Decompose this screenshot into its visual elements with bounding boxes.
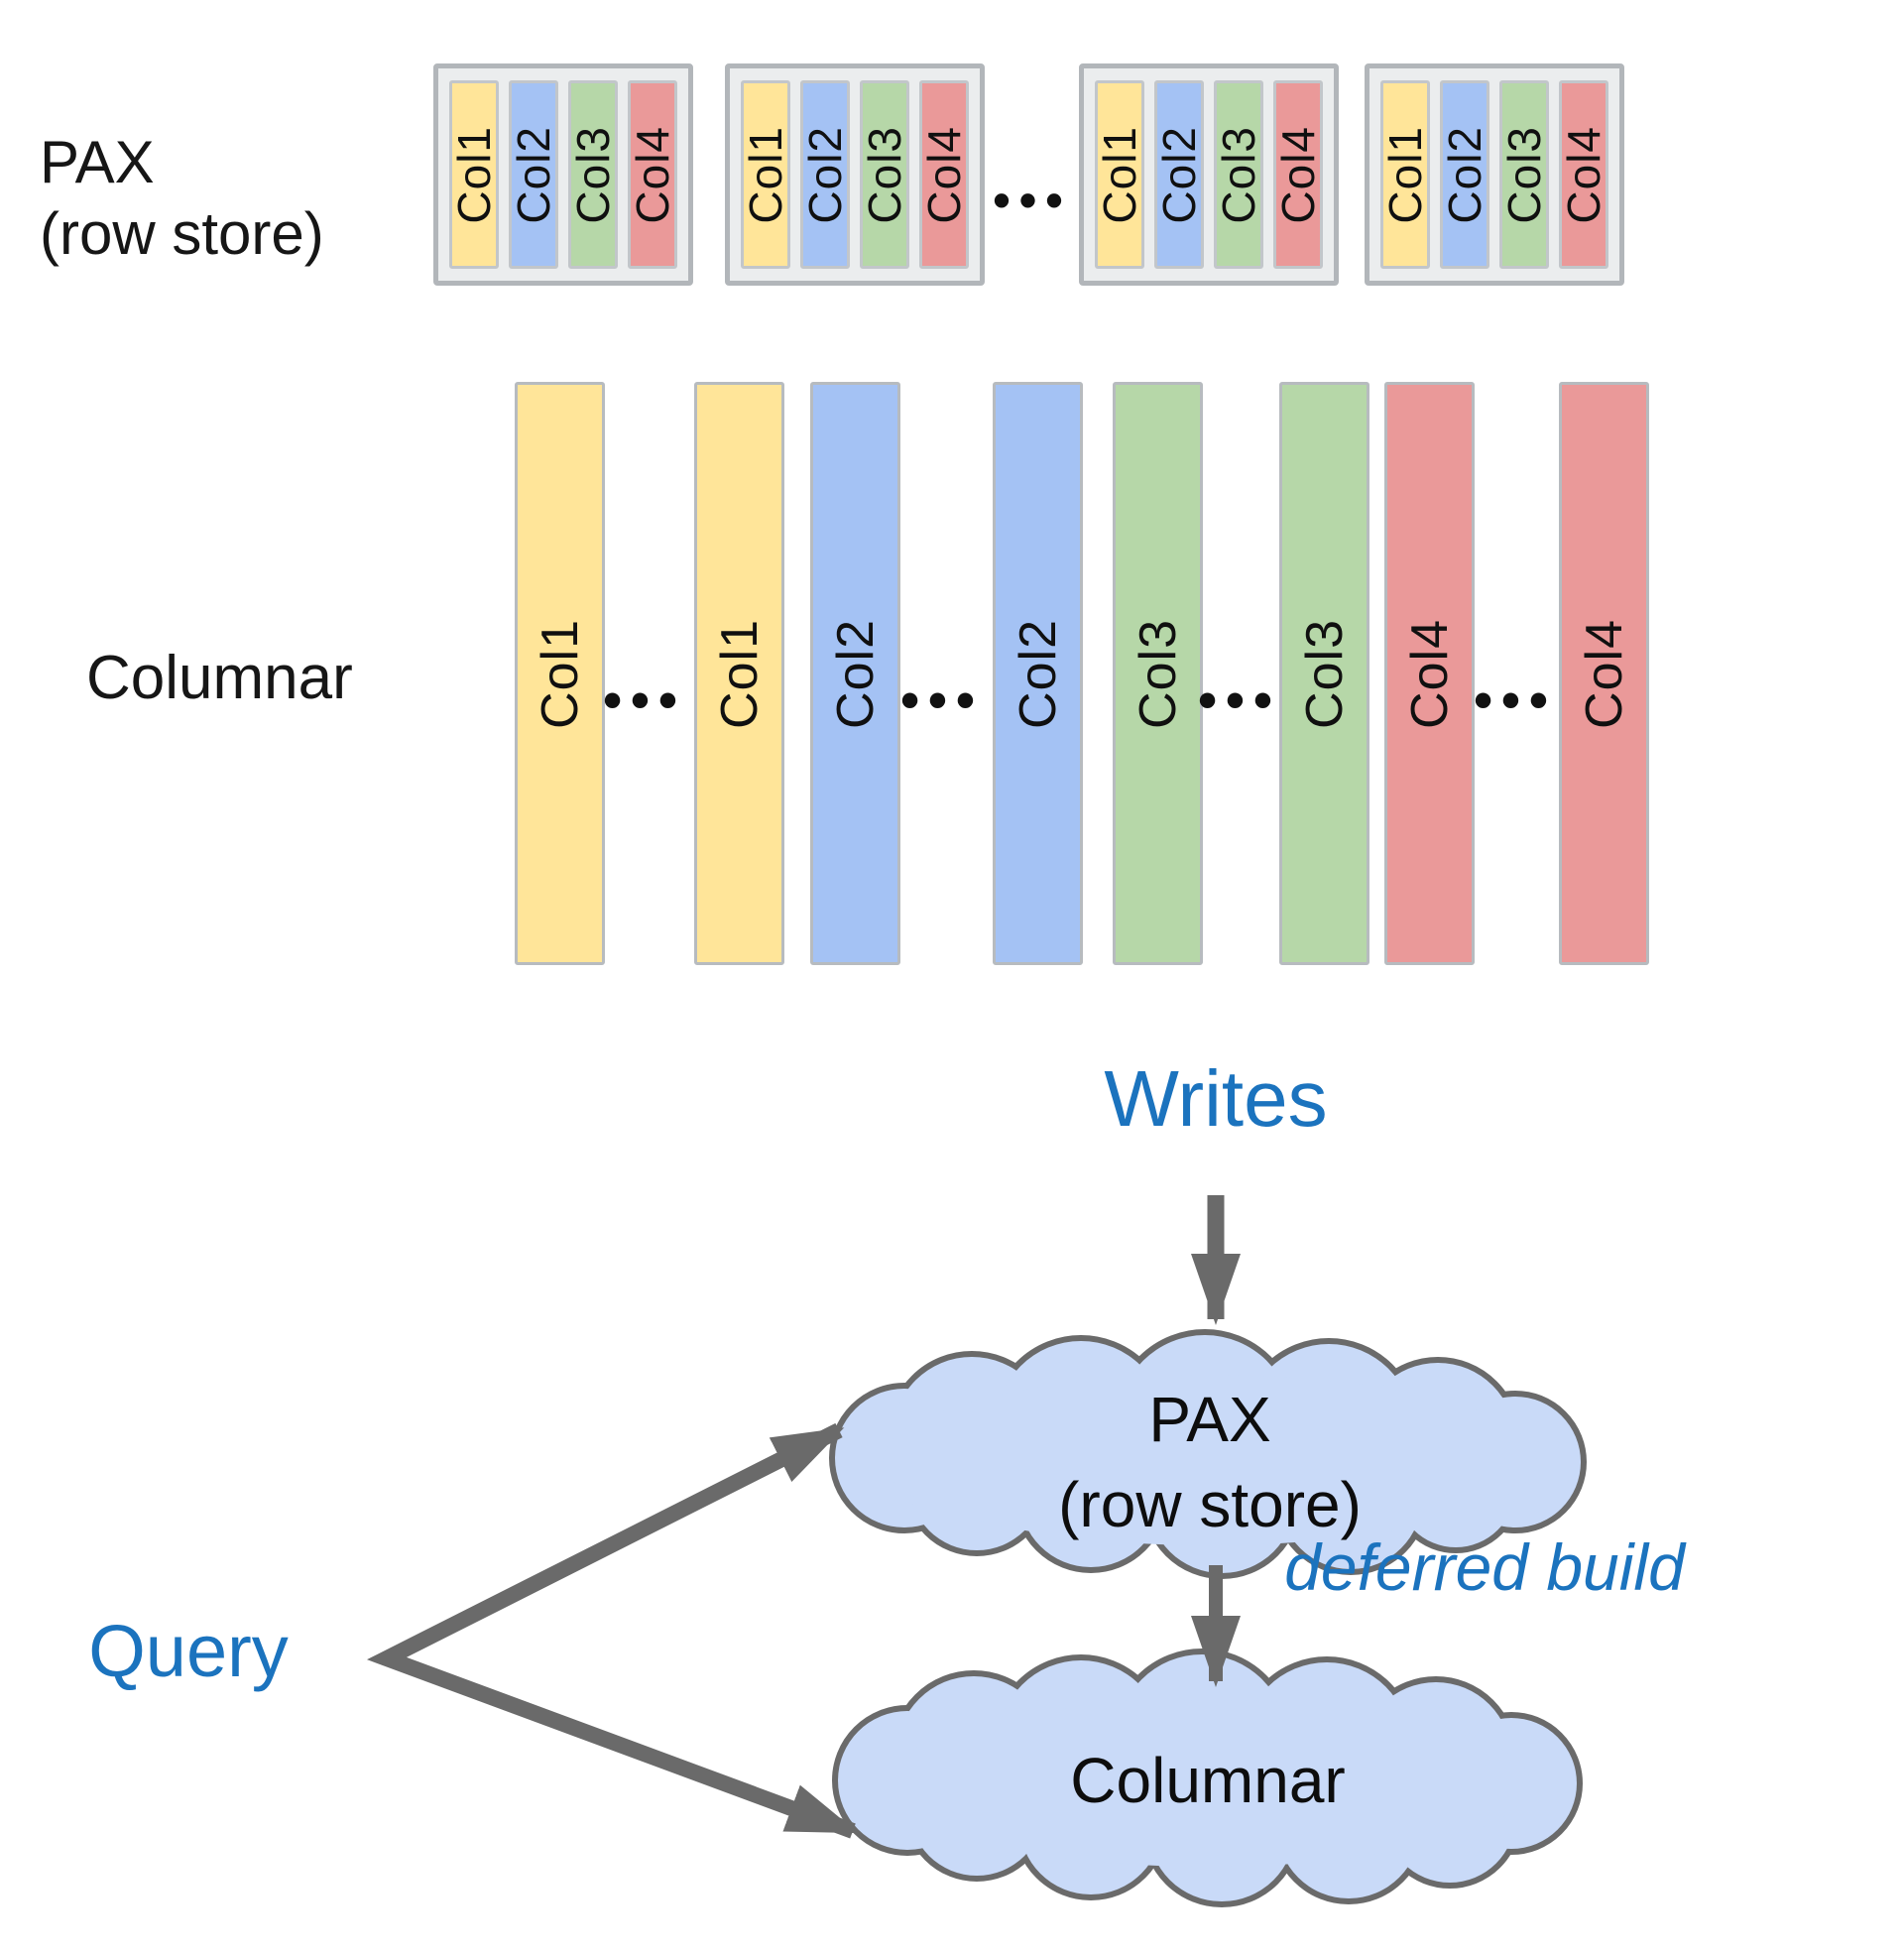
ellipsis-dots: ••• xyxy=(900,671,984,730)
pax-bar-col1: Col1 xyxy=(740,80,791,269)
pax-page-group: Col1 Col2 Col3 Col4 xyxy=(1365,63,1624,286)
columnar-bar-col1: Col1 xyxy=(694,382,784,965)
columnar-bar-col2: Col2 xyxy=(810,382,900,965)
bar-label: Col1 xyxy=(740,125,791,224)
bar-label: Col2 xyxy=(799,125,851,224)
pax-bar-col2: Col2 xyxy=(1153,80,1205,269)
pax-bar-col3: Col3 xyxy=(567,80,619,269)
pax-bar-col3: Col3 xyxy=(1213,80,1264,269)
bar-label: Col2 xyxy=(1439,125,1490,224)
pax-bar-col3: Col3 xyxy=(1498,80,1550,269)
pax-page-group: Col1 Col2 Col3 Col4 xyxy=(1079,63,1339,286)
columnar-row-label: Columnar xyxy=(86,644,353,712)
pax-page-group: Col1 Col2 Col3 Col4 xyxy=(725,63,985,286)
query-arrows xyxy=(367,1422,859,1839)
ellipsis-dots: ••• xyxy=(1474,671,1557,730)
bar-label: Col3 xyxy=(1498,125,1550,224)
columnar-bar-col3: Col3 xyxy=(1279,382,1369,965)
pax-bar-col2: Col2 xyxy=(508,80,559,269)
pax-bar-col1: Col1 xyxy=(448,80,500,269)
bar-label: Col4 xyxy=(1400,618,1459,729)
bar-label: Col3 xyxy=(1213,125,1264,224)
pax-node-line2: (row store) xyxy=(1058,1469,1362,1540)
bar-label: Col4 xyxy=(1558,125,1609,224)
pax-row-label: PAX (row store) xyxy=(40,127,324,270)
ellipsis-dots: ••• xyxy=(603,671,686,730)
pax-node-label: PAX (row store) xyxy=(912,1377,1507,1547)
query-label: Query xyxy=(88,1610,289,1692)
bar-label: Col1 xyxy=(448,125,500,224)
pax-bar-col4: Col4 xyxy=(627,80,678,269)
pax-bar-col3: Col3 xyxy=(859,80,910,269)
columnar-bar-col4: Col4 xyxy=(1384,382,1475,965)
bar-label: Col3 xyxy=(1129,618,1187,729)
pax-row-label-line2: (row store) xyxy=(40,200,324,267)
bar-label: Col3 xyxy=(859,125,910,224)
pax-node-line1: PAX xyxy=(1148,1384,1271,1455)
bar-label: Col3 xyxy=(567,125,619,224)
bar-label: Col2 xyxy=(1009,618,1067,729)
pax-bar-col2: Col2 xyxy=(1439,80,1490,269)
bar-label: Col2 xyxy=(1153,125,1205,224)
columnar-node-label: Columnar xyxy=(1070,1745,1346,1816)
pax-bar-col1: Col1 xyxy=(1094,80,1145,269)
columnar-bar-col1: Col1 xyxy=(515,382,605,965)
bar-label: Col3 xyxy=(1295,618,1354,729)
bar-label: Col1 xyxy=(531,618,589,729)
writes-label: Writes xyxy=(1104,1054,1328,1143)
bar-label: Col4 xyxy=(1272,125,1324,224)
bar-label: Col4 xyxy=(627,125,678,224)
pax-bar-col4: Col4 xyxy=(1558,80,1609,269)
bar-label: Col1 xyxy=(1379,125,1431,224)
bar-label: Col2 xyxy=(826,618,885,729)
columnar-bar-col2: Col2 xyxy=(993,382,1083,965)
pax-bar-col1: Col1 xyxy=(1379,80,1431,269)
bar-label: Col4 xyxy=(1575,618,1633,729)
bar-label: Col1 xyxy=(710,618,769,729)
columnar-bar-col4: Col4 xyxy=(1559,382,1649,965)
pax-bar-col4: Col4 xyxy=(918,80,970,269)
ellipsis-dots: ••• xyxy=(1198,671,1281,730)
bar-label: Col1 xyxy=(1094,125,1145,224)
pax-page-group: Col1 Col2 Col3 Col4 xyxy=(433,63,693,286)
bar-label: Col2 xyxy=(508,125,559,224)
deferred-build-label: deferred build xyxy=(1284,1530,1685,1604)
columnar-bar-col3: Col3 xyxy=(1113,382,1203,965)
pax-row-label-line1: PAX xyxy=(40,129,155,195)
pax-bar-col4: Col4 xyxy=(1272,80,1324,269)
pax-bar-col2: Col2 xyxy=(799,80,851,269)
bar-label: Col4 xyxy=(918,125,970,224)
ellipsis-dots: ••• xyxy=(993,173,1072,228)
